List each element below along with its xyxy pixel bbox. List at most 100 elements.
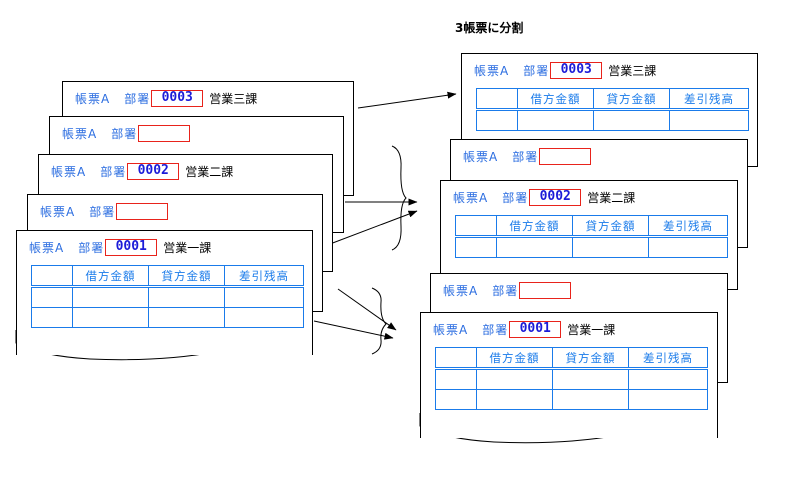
table-header-row: 借方金額 貸方金額 差引残高: [455, 215, 728, 238]
dept-label: 部署: [89, 204, 116, 219]
cell: [31, 286, 73, 308]
dept-label: 部署: [124, 91, 151, 106]
left-card-0001[interactable]: 帳票A 部署 0001 営業一課 借方金額 貸方金額 差引残高: [16, 230, 313, 355]
ledger-table: 借方金額 貸方金額 差引残高: [435, 347, 708, 410]
card-header: 帳票A 部署: [443, 277, 572, 303]
card-header: 帳票A 部署 0002 営業二課: [51, 158, 233, 184]
form-label: 帳票A: [40, 204, 76, 219]
card-header: 帳票A 部署 0003 営業三課: [474, 57, 656, 83]
cell: [476, 368, 553, 390]
cell: [72, 286, 149, 308]
dept-name: 営業二課: [587, 190, 636, 205]
form-label: 帳票A: [474, 63, 510, 78]
ledger-table: 借方金額 貸方金額 差引残高: [455, 215, 728, 258]
dept-code-box[interactable]: 0001: [105, 238, 158, 256]
col-header-credit: 貸方金額: [572, 215, 649, 238]
card-header: 帳票A 部署: [62, 120, 191, 146]
dept-code-box[interactable]: [539, 147, 592, 165]
cell: [628, 368, 708, 390]
cell: [224, 286, 304, 308]
dept-name: 営業一課: [567, 322, 616, 337]
cell: [72, 307, 149, 328]
dept-code-box[interactable]: 0003: [151, 89, 204, 107]
cell: [572, 236, 649, 258]
col-header-blank: [435, 347, 477, 370]
ledger-table: 借方金額 貸方金額 差引残高: [31, 265, 304, 328]
diagram-title: 3帳票に分割: [455, 21, 524, 35]
table-header-row: 借方金額 貸方金額 差引残高: [476, 88, 749, 111]
table-row: [31, 286, 304, 308]
form-label: 帳票A: [453, 190, 489, 205]
form-label: 帳票A: [433, 322, 469, 337]
col-header-debit: 借方金額: [517, 88, 594, 111]
form-label: 帳票A: [75, 91, 111, 106]
cell: [496, 236, 573, 258]
col-header-blank: [476, 88, 518, 111]
cell: [552, 368, 629, 390]
cell: [31, 307, 73, 328]
col-header-debit: 借方金額: [72, 265, 149, 288]
dept-name: 営業三課: [209, 91, 258, 106]
cell: [476, 389, 553, 410]
dept-code-box[interactable]: [138, 124, 191, 142]
cell: [648, 236, 728, 258]
col-header-balance: 差引残高: [669, 88, 749, 111]
card-header: 帳票A 部署 0001 営業一課: [433, 316, 615, 342]
cell: [476, 109, 518, 131]
dept-label: 部署: [492, 283, 519, 298]
cell: [455, 236, 497, 258]
ledger-table: 借方金額 貸方金額 差引残高: [476, 88, 749, 131]
table-row: [31, 307, 304, 328]
cell: [669, 109, 749, 131]
gather-squiggle-upper: [391, 145, 407, 251]
cell: [628, 389, 708, 410]
dept-name: 営業二課: [185, 164, 234, 179]
col-header-balance: 差引残高: [648, 215, 728, 238]
dept-label: 部署: [78, 240, 105, 255]
cell: [435, 389, 477, 410]
dept-name: 営業一課: [163, 240, 212, 255]
gather-squiggle-lower: [371, 287, 387, 355]
dept-label: 部署: [111, 126, 138, 141]
dept-label: 部署: [523, 63, 550, 78]
cell: [148, 286, 225, 308]
table-header-row: 借方金額 貸方金額 差引残高: [31, 265, 304, 288]
arrow-to-0001-a: [337, 288, 397, 331]
card-header: 帳票A 部署: [40, 198, 169, 224]
cell: [593, 109, 670, 131]
table-row: [455, 236, 728, 258]
col-header-blank: [31, 265, 73, 288]
table-row: [435, 389, 708, 410]
card-header: 帳票A 部署 0003 営業三課: [75, 85, 257, 111]
card-header: 帳票A 部署 0001 営業一課: [29, 234, 211, 260]
dept-code-box[interactable]: 0003: [550, 61, 603, 79]
col-header-blank: [455, 215, 497, 238]
dept-label: 部署: [100, 164, 127, 179]
cell: [435, 368, 477, 390]
col-header-balance: 差引残高: [224, 265, 304, 288]
dept-code-box[interactable]: 0002: [529, 188, 582, 206]
table-header-row: 借方金額 貸方金額 差引残高: [435, 347, 708, 370]
table-row: [476, 109, 749, 131]
arrow-to-0001-b: [313, 320, 394, 340]
dept-label: 部署: [512, 149, 539, 164]
dept-name: 営業三課: [608, 63, 657, 78]
arrow-to-0003: [357, 91, 457, 109]
right-card-0001[interactable]: 帳票A 部署 0001 営業一課 借方金額 貸方金額 差引残高: [420, 312, 718, 438]
dept-code-box[interactable]: [116, 202, 169, 220]
dept-code-box[interactable]: 0002: [127, 162, 180, 180]
col-header-credit: 貸方金額: [148, 265, 225, 288]
form-label: 帳票A: [443, 283, 479, 298]
card-header: 帳票A 部署 0002 営業二課: [453, 184, 635, 210]
table-row: [435, 368, 708, 390]
dept-label: 部署: [482, 322, 509, 337]
form-label: 帳票A: [51, 164, 87, 179]
dept-label: 部署: [502, 190, 529, 205]
dept-code-box[interactable]: [519, 281, 572, 299]
cell: [148, 307, 225, 328]
dept-code-box[interactable]: 0001: [509, 320, 562, 338]
card-header: 帳票A 部署: [463, 143, 592, 169]
form-label: 帳票A: [62, 126, 98, 141]
right-card-0002[interactable]: 帳票A 部署 0002 営業二課 借方金額 貸方金額 差引残高: [440, 180, 738, 290]
